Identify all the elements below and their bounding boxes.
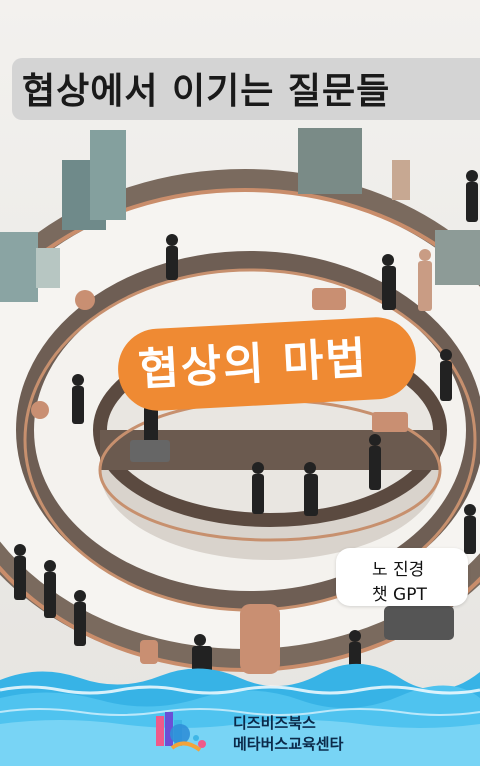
main-title: 협상의 마법 <box>137 333 370 396</box>
logo-icon <box>156 712 206 752</box>
author-box <box>336 548 468 606</box>
author-name: 노 진경 <box>372 560 425 580</box>
top-scribble <box>0 18 480 33</box>
publisher-subtitle: 메타버스교육센타 <box>233 735 344 753</box>
book-title: 협상에서 이기는 질문들 <box>22 71 391 112</box>
publisher-name: 디즈비즈북스 <box>233 714 316 732</box>
title-banner <box>12 58 480 120</box>
coauthor-name: 챗 GPT <box>372 585 427 605</box>
